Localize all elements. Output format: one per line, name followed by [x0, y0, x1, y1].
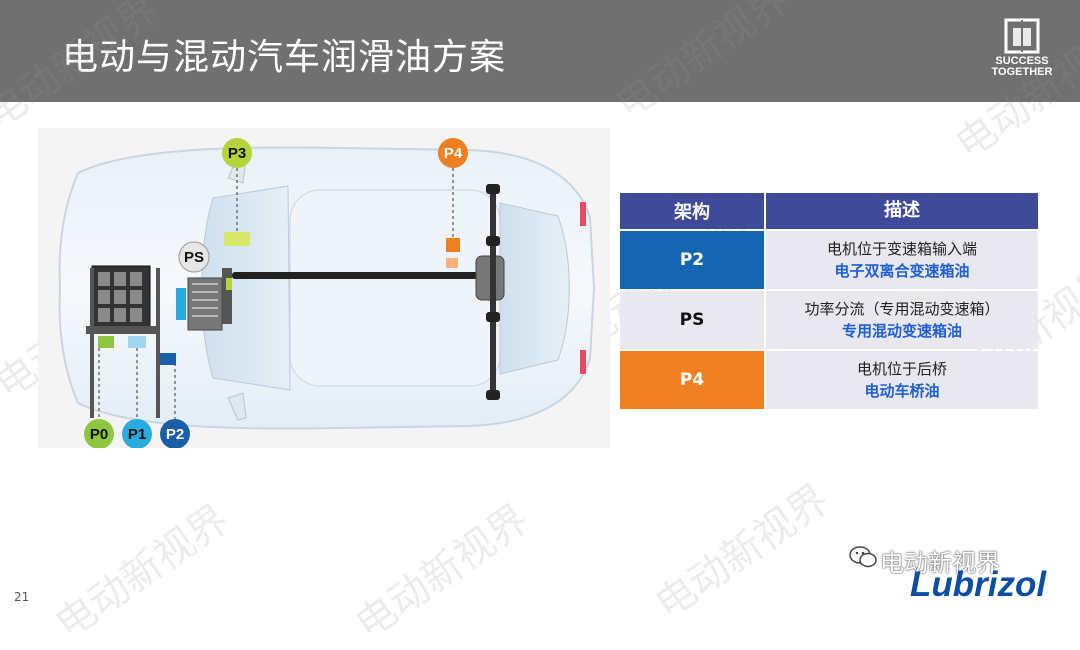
p1-motor — [128, 336, 146, 348]
cube-logo-icon — [1004, 18, 1040, 54]
row-description-cell: 电机位于变速箱输入端 电子双离合变速箱油 — [766, 231, 1038, 289]
table-header-row: 架构 描述 — [620, 193, 1038, 229]
header-architecture: 架构 — [620, 193, 764, 229]
front-axle-right — [156, 268, 160, 418]
marker-p4: P4 — [438, 138, 468, 168]
tagline-line-2: TOGETHER — [991, 66, 1053, 78]
tail-light-bottom — [580, 350, 586, 374]
watermark: 电动新视界 — [47, 496, 238, 649]
p4-motor-lower — [446, 258, 458, 268]
footer-watermark-brand: 电动新视界 — [880, 549, 1000, 577]
mirror-bottom — [227, 392, 247, 421]
p4-motor — [446, 238, 460, 252]
engine-base — [86, 326, 156, 334]
wechat-icon — [849, 546, 877, 568]
rear-window — [499, 202, 570, 375]
lubrizol-logo: Lubrizol — [910, 565, 1047, 604]
vehicle-powertrain-diagram: P0 P1 P2 P3 P4 PS — [38, 128, 610, 448]
corner-logo: SUCCESS TOGETHER — [987, 16, 1057, 78]
row-desc-line-1: 电机位于后桥 — [856, 360, 947, 378]
gearbox — [187, 277, 223, 331]
marker-p2: P2 — [160, 419, 190, 448]
p2-clutch — [158, 353, 176, 365]
marker-p2-label: P2 — [166, 426, 184, 443]
row-code-cell: PS — [620, 291, 764, 349]
rear-wheel-hub-bottom-2 — [486, 390, 500, 400]
row-code-cell: P4 — [620, 351, 764, 409]
marker-p1: P1 — [122, 419, 152, 448]
row-description-cell: 电机位于后桥 电动车桥油 — [766, 351, 1038, 409]
table-row: PS 功率分流（专用混动变速箱） 专用混动变速箱油 — [620, 291, 1038, 349]
marker-p0: P0 — [84, 419, 114, 448]
architecture-table: 架构 描述 P2 电机位于变速箱输入端 电子双离合变速箱油 PS 功率分流（专用… — [620, 193, 1038, 411]
tail-light-top — [580, 202, 586, 226]
row-desc-line-2: 电子双离合变速箱油 — [834, 262, 970, 280]
row-description-cell: 功率分流（专用混动变速箱） 专用混动变速箱油 — [766, 291, 1038, 349]
front-axle — [90, 268, 94, 418]
ps-housing — [222, 268, 232, 324]
header-bar: 电动与混动汽车润滑油方案 SUCCESS TOGETHER — [0, 0, 1080, 102]
marker-p0-label: P0 — [90, 426, 108, 443]
p0-motor — [98, 336, 114, 348]
slide-title: 电动与混动汽车润滑油方案 — [62, 37, 507, 78]
marker-p3: P3 — [222, 138, 252, 168]
rear-wheel-hub-top — [486, 184, 500, 194]
p3-motor-lower — [226, 278, 232, 290]
marker-p4-label: P4 — [444, 145, 463, 162]
marker-ps: PS — [178, 241, 210, 273]
row-desc-line-1: 电机位于变速箱输入端 — [826, 240, 977, 258]
tagline-line-1: SUCCESS — [995, 55, 1049, 67]
row-code: PS — [679, 310, 705, 330]
row-code: P4 — [679, 370, 705, 390]
rear-wheel-hub-bottom — [486, 312, 500, 322]
row-code: P2 — [679, 250, 705, 270]
header-description: 描述 — [766, 193, 1038, 229]
watermark: 电动新视界 — [647, 476, 838, 629]
marker-p1-label: P1 — [128, 426, 146, 443]
marker-p3-label: P3 — [228, 145, 246, 162]
p2-motor — [176, 288, 186, 320]
row-desc-line-2: 专用混动变速箱油 — [841, 322, 962, 340]
rear-axle — [490, 184, 496, 400]
car-topview-illustration: P0 P1 P2 P3 P4 PS — [38, 128, 610, 448]
table-row: P4 电机位于后桥 电动车桥油 — [620, 351, 1038, 409]
rear-wheel-hub-top-2 — [486, 236, 500, 246]
row-code-cell: P2 — [620, 231, 764, 289]
marker-ps-label: PS — [184, 249, 204, 266]
row-desc-line-2: 电动车桥油 — [864, 382, 940, 400]
watermark: 电动新视界 — [347, 496, 538, 649]
row-desc-line-1: 功率分流（专用混动变速箱） — [804, 300, 1000, 318]
table-row: P2 电机位于变速箱输入端 电子双离合变速箱油 — [620, 231, 1038, 289]
p3-motor — [224, 232, 250, 246]
roof — [289, 189, 501, 387]
propshaft — [232, 272, 482, 279]
page-number: 21 — [14, 590, 30, 604]
